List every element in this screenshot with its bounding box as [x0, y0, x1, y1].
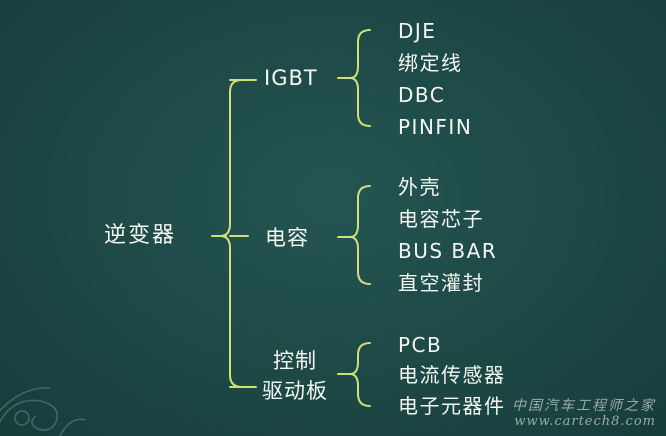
watermark-url: www.cartech8.com — [514, 414, 656, 429]
branch-label-capacitor: 电容 — [265, 226, 309, 250]
leaf-item: DBC — [398, 83, 446, 107]
leaf-item: PCB — [398, 333, 443, 357]
leaf-item: BUS BAR — [398, 239, 498, 263]
leaf-item: PINFIN — [398, 115, 473, 139]
watermark: 中国汽车工程师之家 www.cartech8.com — [512, 398, 656, 430]
branch-label-line: 控制 — [273, 349, 317, 373]
leaf-item: DJE — [398, 19, 437, 43]
leaf-item: 外壳 — [398, 175, 441, 199]
leaf-item: 电子元器件 — [398, 394, 506, 418]
root-label: 逆变器 — [104, 223, 177, 248]
leaf-item: 绑定线 — [398, 51, 463, 75]
branch-2-bracket — [349, 185, 371, 285]
watermark-name: 中国汽车工程师之家 — [512, 398, 656, 414]
leaf-item: 电流传感器 — [398, 363, 506, 387]
main-bracket — [219, 79, 243, 388]
branch-3-bracket — [349, 342, 371, 407]
branch-1-bracket — [349, 29, 371, 127]
leaf-item: 电容芯子 — [398, 207, 484, 231]
branch-label-igbt: IGBT — [264, 66, 318, 90]
swirl-decoration-icon — [0, 387, 87, 436]
branch-label-driver-board: 控制 驱动板 — [262, 346, 328, 406]
branch-label-line: 驱动板 — [262, 379, 328, 403]
leaf-item: 直空灌封 — [398, 271, 484, 295]
